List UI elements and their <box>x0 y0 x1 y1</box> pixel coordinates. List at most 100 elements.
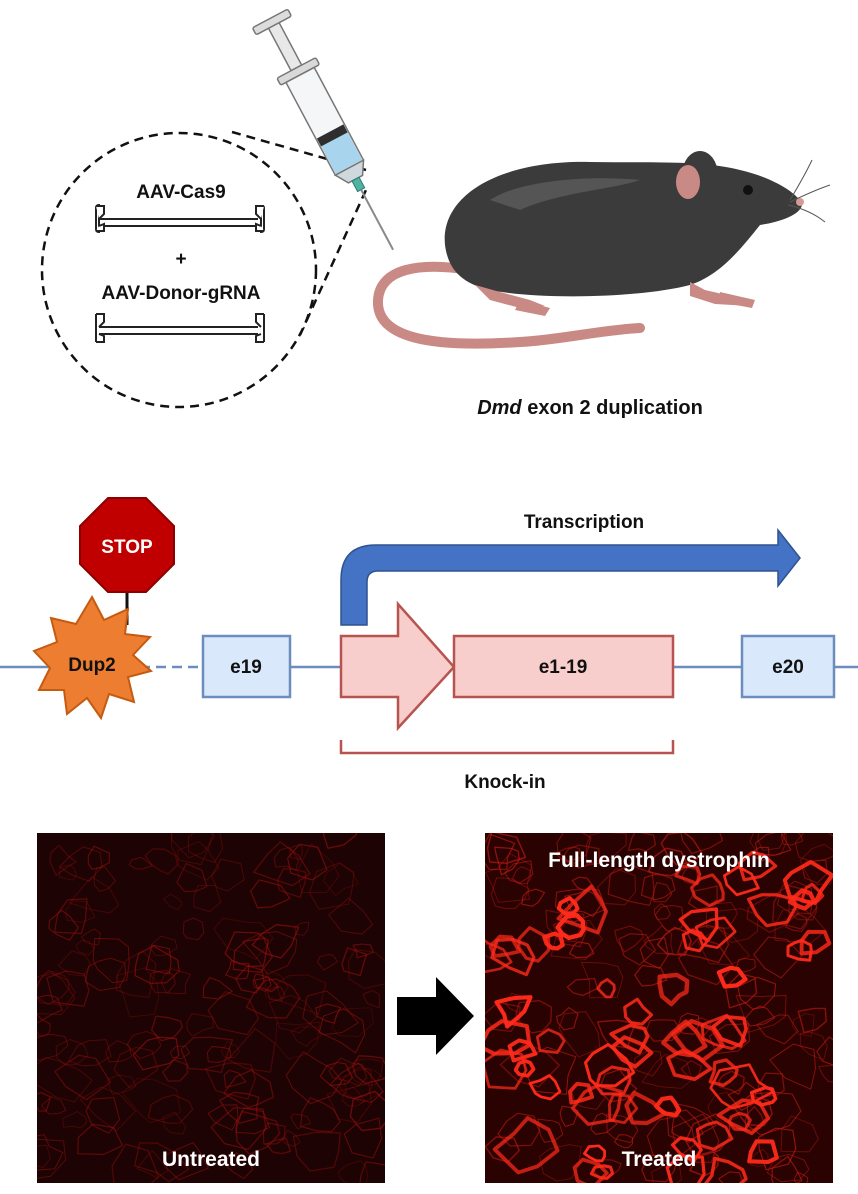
fiber-outline <box>678 907 719 942</box>
treated-image-title: Full-length dystrophin <box>548 849 770 872</box>
fiber-outline <box>652 882 673 903</box>
fiber-outline <box>735 958 756 973</box>
fiber-outline <box>37 1092 51 1112</box>
fiber-outline <box>772 883 818 930</box>
fiber-outline <box>623 997 654 1026</box>
fiber-outline <box>323 862 360 897</box>
fiber-outline <box>352 943 374 959</box>
fiber-outline <box>150 1015 183 1042</box>
treatment-arrow-icon <box>397 977 474 1055</box>
fiber-outline <box>134 1142 190 1183</box>
fiber-outline <box>786 938 813 962</box>
microscopy-comparison: Untreated Full-length dystrophin Treated <box>37 833 833 1183</box>
mouse-tail <box>373 261 645 349</box>
fiber-outline <box>727 1081 758 1111</box>
fiber-outline <box>497 1112 541 1147</box>
fiber-outline <box>705 901 738 929</box>
fiber-outline <box>266 986 286 1002</box>
fiber-outline <box>227 1027 276 1073</box>
fiber-outline <box>515 1000 553 1034</box>
fiber-outline <box>277 868 307 899</box>
fiber-outline <box>362 989 381 1009</box>
mouse-ear-inner <box>676 165 700 199</box>
fiber-outline <box>639 937 669 970</box>
fiber-outline <box>352 1055 385 1085</box>
fiber-outline <box>641 1053 693 1089</box>
fiber-outline <box>225 960 250 980</box>
untreated-fiber-outlines <box>37 833 385 1183</box>
fiber-outline <box>37 973 70 1005</box>
fiber-outline <box>561 844 601 869</box>
fiber-outline <box>162 1111 187 1135</box>
fiber-outline <box>794 833 833 863</box>
fiber-outline <box>485 833 516 870</box>
fiber-outline <box>556 884 608 935</box>
fiber-outline <box>148 935 178 957</box>
fiber-outline <box>245 978 301 1019</box>
fiber-outline <box>263 1122 286 1145</box>
fiber-outline <box>37 969 77 1007</box>
fiber-outline <box>275 1021 321 1060</box>
fiber-outline <box>737 850 778 882</box>
fiber-outline <box>75 939 95 956</box>
fiber-outline <box>343 1067 385 1104</box>
fiber-outline <box>287 843 328 881</box>
fiber-outline <box>665 1154 706 1183</box>
fiber-outline <box>596 868 637 906</box>
fiber-outline <box>105 1040 133 1063</box>
fiber-outline <box>657 972 690 1007</box>
fiber-outline <box>182 917 205 941</box>
fiber-outline <box>485 1001 521 1033</box>
fiber-outline <box>653 903 671 920</box>
fiber-outline <box>177 841 220 881</box>
aav-cas9-label: AAV-Cas9 <box>136 182 225 203</box>
fiber-outline <box>37 1144 52 1169</box>
fiber-outline <box>149 969 176 994</box>
fiber-outline <box>68 876 120 914</box>
knockin-bracket <box>339 740 675 755</box>
fiber-outline <box>55 1038 89 1066</box>
fiber-outline <box>220 1040 240 1059</box>
fiber-outline <box>223 1069 247 1088</box>
fiber-outline <box>187 833 224 863</box>
fiber-outline <box>65 900 96 923</box>
fiber-outline <box>193 885 222 913</box>
fiber-outline <box>780 833 803 846</box>
fiber-outline <box>614 925 644 953</box>
aav-donor-grna-label: AAV-Donor-gRNA <box>101 283 260 304</box>
fiber-outline <box>207 991 259 1036</box>
fiber-outline <box>37 994 63 1021</box>
fiber-outline <box>486 833 527 865</box>
fiber-outline <box>85 1097 121 1134</box>
fiber-outline <box>292 1131 342 1172</box>
mouse-feet <box>475 282 755 316</box>
fiber-outline <box>268 994 318 1034</box>
fiber-outline <box>128 856 153 870</box>
fiber-outline <box>302 990 359 1036</box>
fiber-outline <box>54 1054 112 1101</box>
fiber-outline <box>111 1143 160 1183</box>
fiber-outline <box>555 1006 579 1031</box>
fiber-outline <box>207 1104 239 1131</box>
fiber-outline <box>204 1062 257 1100</box>
fiber-outline <box>678 937 735 986</box>
fiber-outline <box>643 925 674 955</box>
fiber-outline <box>206 1046 232 1063</box>
fiber-outline <box>250 879 291 909</box>
fiber-outline <box>485 939 513 974</box>
fiber-outline <box>211 858 245 892</box>
fiber-outline <box>290 1113 311 1130</box>
fiber-outline <box>115 950 157 998</box>
fiber-outline <box>145 944 172 975</box>
fiber-outline <box>62 1111 88 1129</box>
fiber-outline <box>290 1026 322 1047</box>
fiber-outline <box>219 1091 260 1124</box>
fiber-outline <box>634 964 668 987</box>
treated-label: Treated <box>622 1148 697 1171</box>
fiber-outline <box>294 921 310 936</box>
fiber-outline <box>528 1074 562 1101</box>
fiber-outline <box>136 1150 169 1179</box>
fiber-outline <box>37 971 76 1016</box>
fiber-outline <box>818 1064 833 1083</box>
